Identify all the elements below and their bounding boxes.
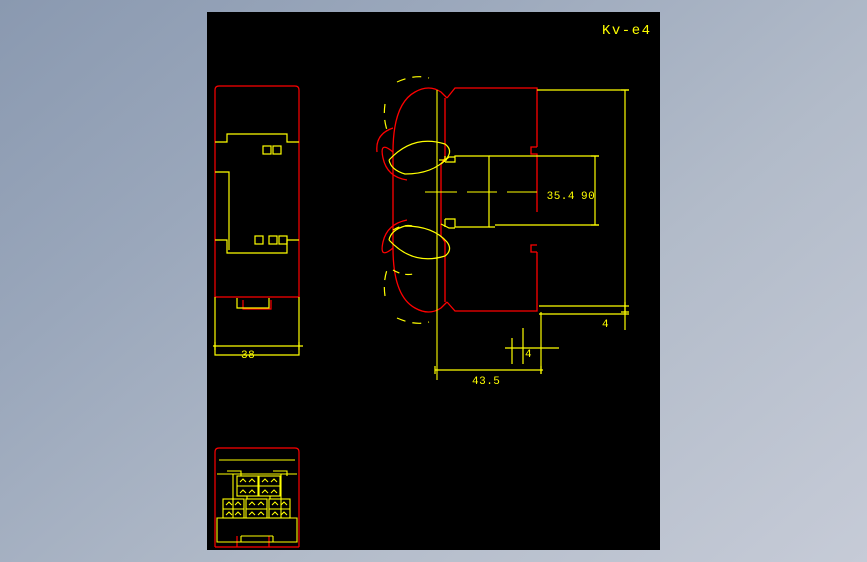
- terminal-block-lower-2: [245, 498, 268, 519]
- terminal-detail-outline: [214, 447, 300, 548]
- dimension-lines-right: [495, 89, 629, 315]
- front-view-outline: [214, 85, 300, 310]
- terminal-block-lower-1: [222, 498, 245, 519]
- dimension-depth-label: 43.5: [472, 376, 500, 388]
- dimension-offset-bottom-label: 4: [525, 349, 532, 361]
- dimension-height-inner: 35.4: [547, 191, 575, 203]
- dimension-offset-right-label: 4: [602, 319, 609, 331]
- dimension-front-width: 38: [241, 350, 255, 362]
- terminal-detail-body: [216, 459, 298, 543]
- section-view-details: [383, 76, 537, 380]
- dimension-depth: [434, 312, 543, 374]
- terminal-block-upper-1: [236, 475, 259, 497]
- dimension-height-outer: 90: [581, 191, 595, 203]
- dimension-offset-bottom: [505, 328, 559, 364]
- cad-drawing-canvas[interactable]: Kv-e4: [207, 12, 660, 550]
- front-view-details: [213, 133, 303, 356]
- terminal-block-upper-2: [258, 475, 281, 497]
- drawing-title: Kv-e4: [602, 23, 652, 39]
- section-view-outline: [376, 87, 538, 313]
- terminal-block-lower-3: [268, 498, 291, 519]
- cad-drawing-svg[interactable]: Kv-e4: [207, 12, 660, 550]
